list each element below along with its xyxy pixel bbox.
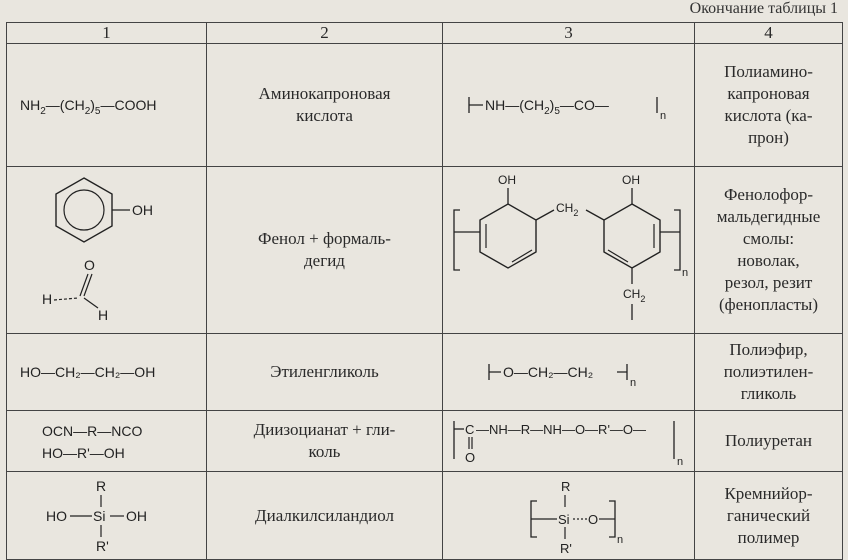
svg-text:n: n (682, 267, 688, 279)
svg-text:n: n (660, 110, 666, 122)
svg-text:H: H (98, 307, 108, 323)
svg-text:O: O (84, 257, 95, 273)
svg-text:R': R' (560, 541, 572, 556)
svg-text:R: R (96, 478, 106, 494)
polymer-formula: OH CH2 OH n CH2 (442, 166, 695, 334)
svg-text:C: C (465, 422, 474, 437)
svg-text:OH: OH (498, 173, 516, 187)
svg-text:CH2: CH2 (556, 201, 578, 218)
monomer-name: Диизоцианат + гли- коль (206, 410, 443, 472)
svg-text:O—CH₂—CH₂: O—CH₂—CH₂ (503, 364, 593, 380)
svg-text:CH2: CH2 (623, 287, 645, 304)
table-row: HO—CH₂—CH₂—OH Этиленгликоль O—CH₂—CH₂ n … (6, 333, 843, 411)
svg-text:n: n (677, 456, 683, 468)
reactant-formula: R HO Si OH R' (6, 471, 207, 560)
svg-text:OH: OH (132, 202, 153, 218)
svg-text:R': R' (96, 538, 109, 554)
polymer-name: Кремнийор- ганический полимер (694, 471, 843, 560)
monomer-name: Аминокапроновая кислота (206, 43, 443, 167)
table-row: OH H O H Фенол + формаль- дегид (6, 166, 843, 334)
polymer-name: Полиуретан (694, 410, 843, 472)
svg-text:HO: HO (46, 508, 67, 524)
polymer-table: 1 2 3 4 NH2—(CH2)5—COOH Аминокапроновая … (6, 22, 843, 560)
header-row: 1 2 3 4 (6, 22, 843, 44)
monomer-name: Диалкилсиландиол (206, 471, 443, 560)
monomer-name: Фенол + формаль- дегид (206, 166, 443, 334)
table-row: R HO Si OH R' Диалкилсиландиол R Si O (6, 471, 843, 560)
polymer-formula: NH—(CH2)5—CO— n (442, 43, 695, 167)
polymer-formula: R Si O R' n (442, 471, 695, 560)
polymer-formula: O—CH₂—CH₂ n (442, 333, 695, 411)
monomer-name: Этиленгликоль (206, 333, 443, 411)
svg-text:NH—(CH2)5—CO—: NH—(CH2)5—CO— (485, 97, 609, 117)
header-col-2: 2 (206, 22, 443, 44)
header-col-1: 1 (6, 22, 207, 44)
svg-text:O: O (588, 512, 598, 527)
svg-text:Si: Si (93, 508, 105, 524)
svg-text:R: R (561, 479, 570, 494)
polymer-name: Фенолофор- мальдегидные смолы: новолак, … (694, 166, 843, 334)
header-col-4: 4 (694, 22, 843, 44)
svg-text:n: n (630, 377, 636, 389)
reactant-formula: NH2—(CH2)5—COOH (6, 43, 207, 167)
table-row: NH2—(CH2)5—COOH Аминокапроновая кислота … (6, 43, 843, 167)
svg-text:n: n (617, 534, 623, 546)
polymer-formula: C O —NH—R—NH—O—R'—O— n (442, 410, 695, 472)
reactant-formula: OH H O H (6, 166, 207, 334)
polymer-name: Полиэфир, полиэтилен- гликоль (694, 333, 843, 411)
svg-text:O: O (465, 450, 475, 465)
svg-text:OH: OH (622, 173, 640, 187)
svg-text:OCN—R—NCO: OCN—R—NCO (42, 423, 142, 439)
polymer-name: Полиамино- капроновая кислота (ка- прон) (694, 43, 843, 167)
svg-text:H: H (42, 291, 52, 307)
reactant-formula: OCN—R—NCO HO—R'—OH (6, 410, 207, 472)
svg-text:NH2—(CH2)5—COOH: NH2—(CH2)5—COOH (20, 97, 156, 117)
svg-text:OH: OH (126, 508, 147, 524)
header-col-3: 3 (442, 22, 695, 44)
svg-text:HO—CH₂—CH₂—OH: HO—CH₂—CH₂—OH (20, 364, 155, 380)
table-caption: Окончание таблицы 1 (689, 0, 838, 17)
svg-text:HO—R'—OH: HO—R'—OH (42, 445, 125, 461)
table-row: OCN—R—NCO HO—R'—OH Диизоцианат + гли- ко… (6, 410, 843, 472)
svg-text:—NH—R—NH—O—R'—O—: —NH—R—NH—O—R'—O— (476, 422, 646, 437)
svg-text:Si: Si (558, 512, 570, 527)
reactant-formula: HO—CH₂—CH₂—OH (6, 333, 207, 411)
